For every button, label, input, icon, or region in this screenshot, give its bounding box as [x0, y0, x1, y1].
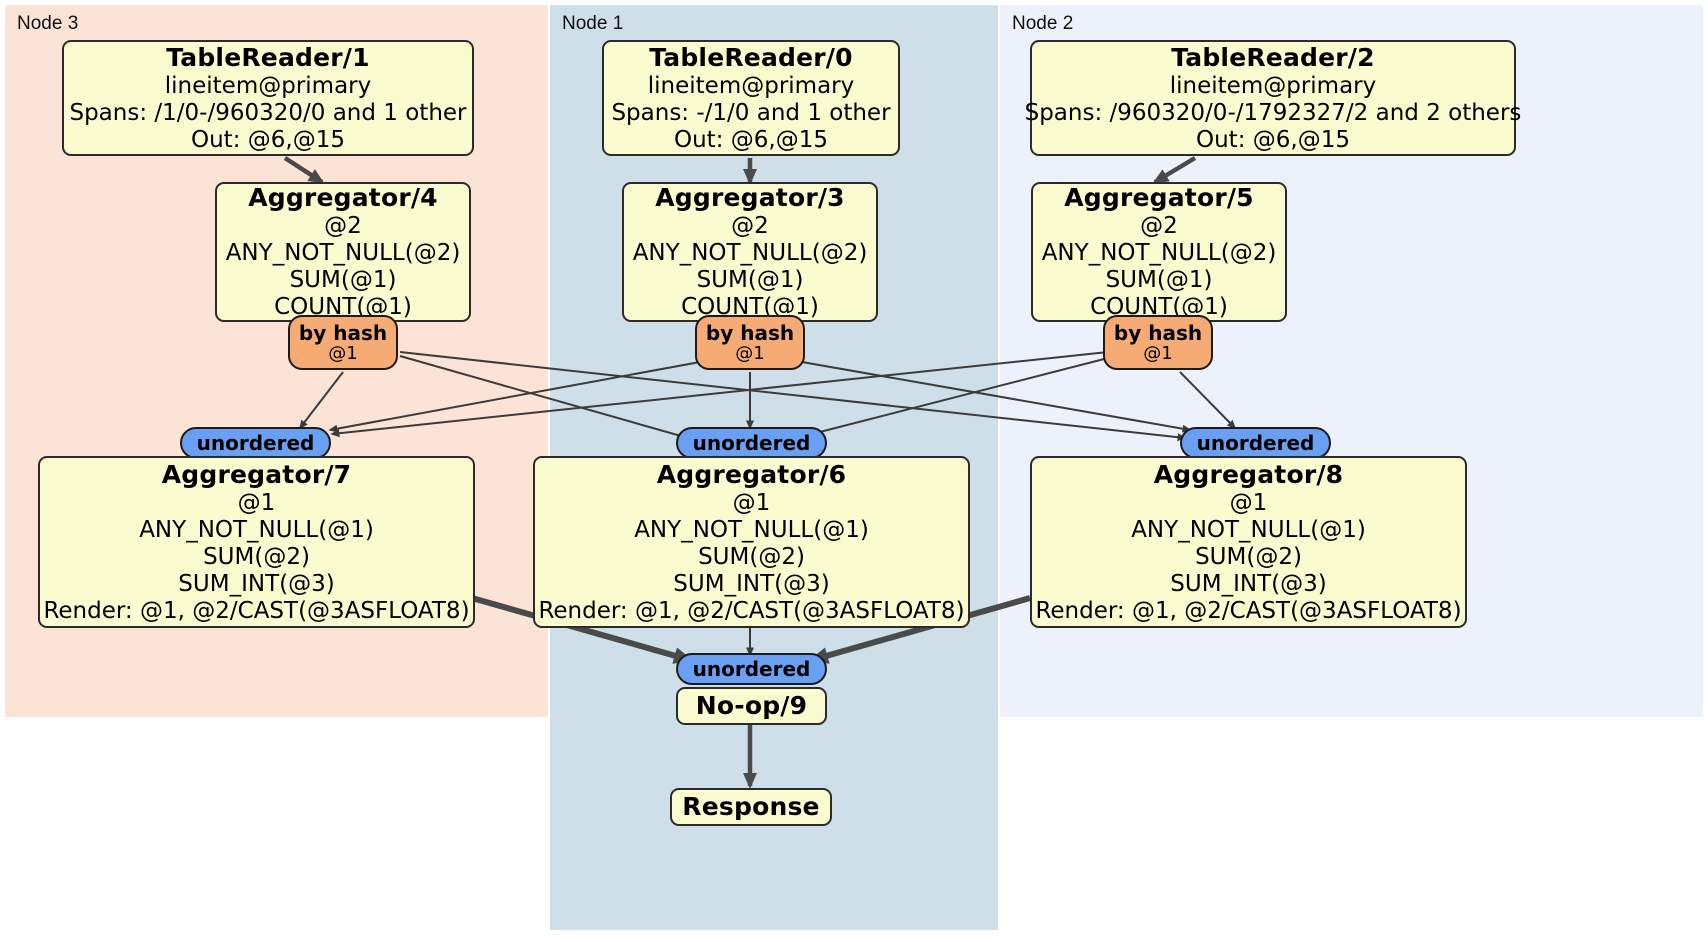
box-line: @1 [1229, 489, 1268, 516]
router-label: unordered [196, 431, 315, 455]
box-line: Out: @6,@15 [191, 126, 345, 153]
box-line: SUM_INT(@3) [178, 570, 335, 597]
box-line: Render: @1, @2/CAST(@3ASFLOAT8) [538, 597, 965, 624]
box-response[interactable]: Response [670, 788, 832, 826]
router-unordered-final[interactable]: unordered [676, 653, 827, 685]
box-noop9[interactable]: No-op/9 [676, 687, 827, 725]
box-line: SUM(@2) [698, 543, 805, 570]
box-line: SUM(@1) [289, 267, 397, 293]
box-line: ANY_NOT_NULL(@2) [1041, 240, 1277, 266]
router-sublabel: @1 [328, 342, 358, 364]
box-title: No-op/9 [695, 691, 808, 720]
box-line: SUM(@1) [1105, 267, 1213, 293]
box-title: Aggregator/7 [161, 459, 352, 489]
box-tablereader0[interactable]: TableReader/0 lineitem@primary Spans: -/… [602, 40, 900, 156]
box-tablereader2[interactable]: TableReader/2 lineitem@primary Spans: /9… [1025, 40, 1521, 156]
box-line: lineitem@primary [164, 72, 372, 99]
router-sublabel: @1 [735, 342, 765, 364]
box-aggregator8[interactable]: Aggregator/8 @1 ANY_NOT_NULL(@1) SUM(@2)… [1030, 456, 1467, 628]
box-line: SUM(@1) [696, 267, 804, 293]
box-title: Aggregator/3 [655, 183, 845, 212]
box-line: SUM_INT(@3) [1170, 570, 1327, 597]
box-line: Render: @1, @2/CAST(@3ASFLOAT8) [43, 597, 470, 624]
router-label: unordered [692, 657, 811, 681]
router-label: unordered [692, 431, 811, 455]
box-line: Out: @6,@15 [1196, 126, 1350, 153]
box-title: Aggregator/5 [1064, 183, 1254, 212]
box-title: Aggregator/4 [248, 183, 438, 212]
box-line: SUM(@2) [203, 543, 310, 570]
box-line: ANY_NOT_NULL(@1) [634, 516, 869, 543]
box-line: ANY_NOT_NULL(@1) [139, 516, 374, 543]
box-line: SUM(@2) [1195, 543, 1302, 570]
box-line: lineitem@primary [647, 72, 855, 99]
box-aggregator6[interactable]: Aggregator/6 @1 ANY_NOT_NULL(@1) SUM(@2)… [533, 456, 970, 628]
box-title: TableReader/1 [166, 42, 370, 72]
panel-node3-label: Node 3 [17, 13, 79, 34]
box-line: @2 [324, 213, 362, 239]
panel-node2-label: Node 2 [1012, 13, 1074, 34]
box-title: TableReader/0 [649, 42, 853, 72]
box-line: ANY_NOT_NULL(@2) [225, 240, 461, 266]
router-sublabel: @1 [1143, 342, 1173, 364]
router-label: by hash [298, 320, 388, 345]
panel-node1-label: Node 1 [562, 13, 624, 34]
router-unordered-left[interactable]: unordered [180, 427, 331, 459]
box-line: @1 [732, 489, 771, 516]
router-by-hash-mid[interactable]: by hash @1 [695, 315, 805, 370]
router-by-hash-right[interactable]: by hash @1 [1103, 315, 1213, 370]
box-tablereader1[interactable]: TableReader/1 lineitem@primary Spans: /1… [62, 40, 474, 156]
box-title: Aggregator/8 [1153, 459, 1344, 489]
router-unordered-mid[interactable]: unordered [676, 427, 827, 459]
box-line: @1 [237, 489, 276, 516]
box-title: TableReader/2 [1171, 42, 1375, 72]
box-aggregator5[interactable]: Aggregator/5 @2 ANY_NOT_NULL(@2) SUM(@1)… [1031, 182, 1287, 322]
router-unordered-right[interactable]: unordered [1180, 427, 1331, 459]
router-label: by hash [705, 320, 795, 345]
router-by-hash-left[interactable]: by hash @1 [288, 315, 398, 370]
box-line: Spans: /960320/0-/1792327/2 and 2 others [1024, 99, 1522, 126]
box-line: ANY_NOT_NULL(@1) [1131, 516, 1366, 543]
router-label: by hash [1113, 320, 1203, 345]
box-line: lineitem@primary [1169, 72, 1377, 99]
box-aggregator3[interactable]: Aggregator/3 @2 ANY_NOT_NULL(@2) SUM(@1)… [622, 182, 878, 322]
box-line: SUM_INT(@3) [673, 570, 830, 597]
box-line: Spans: /1/0-/960320/0 and 1 other [69, 99, 467, 126]
box-title: Response [682, 792, 820, 821]
box-aggregator7[interactable]: Aggregator/7 @1 ANY_NOT_NULL(@1) SUM(@2)… [38, 456, 475, 628]
box-line: Spans: -/1/0 and 1 other [611, 99, 891, 126]
box-line: Out: @6,@15 [674, 126, 828, 153]
box-line: Render: @1, @2/CAST(@3ASFLOAT8) [1035, 597, 1462, 624]
box-line: @2 [731, 213, 769, 239]
box-line: @2 [1140, 213, 1178, 239]
router-label: unordered [1196, 431, 1315, 455]
box-line: ANY_NOT_NULL(@2) [632, 240, 868, 266]
box-title: Aggregator/6 [656, 459, 847, 489]
box-aggregator4[interactable]: Aggregator/4 @2 ANY_NOT_NULL(@2) SUM(@1)… [215, 182, 471, 322]
